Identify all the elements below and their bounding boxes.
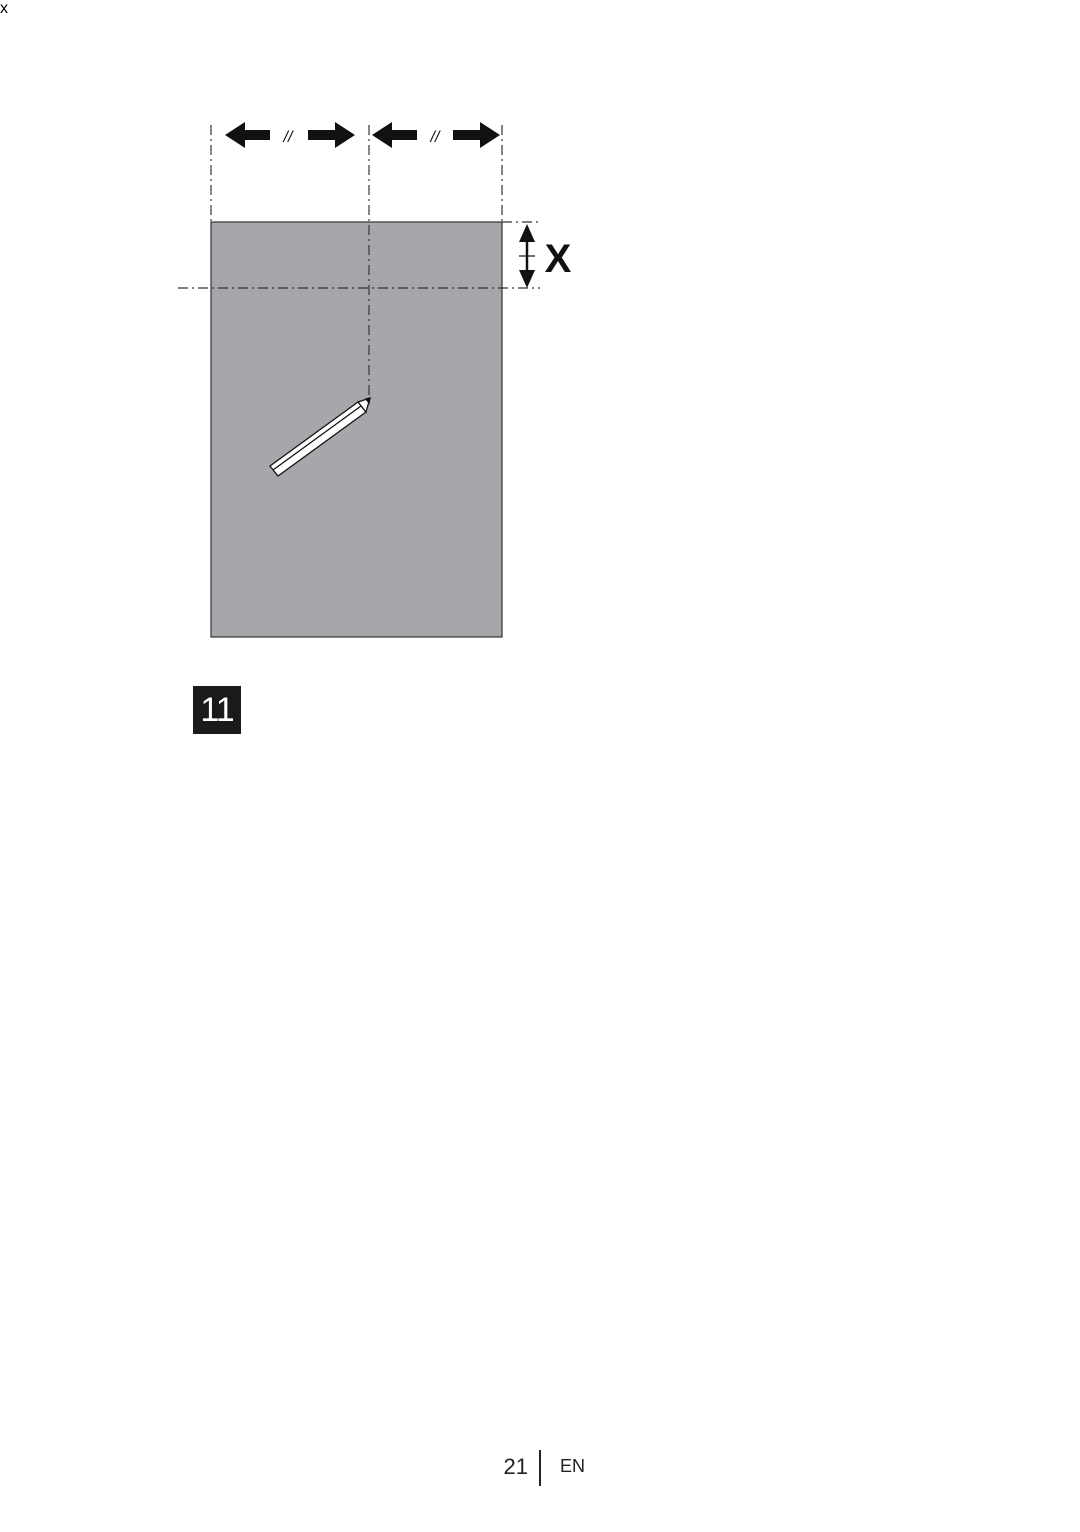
x-dimension-arrow xyxy=(519,224,535,288)
left-arrow-icon xyxy=(225,122,270,148)
page-number: 21 xyxy=(503,1454,528,1479)
step-number-badge: 11 xyxy=(193,686,241,734)
dimension-label-x-small: x xyxy=(0,0,8,17)
page-footer: 21 EN xyxy=(0,1450,1080,1490)
vertical-guide-lines xyxy=(210,125,503,395)
horizontal-guide-lines xyxy=(178,221,540,289)
left-arrow-icon xyxy=(372,122,417,148)
equal-distance-arrows xyxy=(225,122,500,148)
pencil-icon xyxy=(269,396,371,477)
dimension-label-x: X xyxy=(545,237,572,281)
footer-divider xyxy=(539,1450,541,1486)
equal-mark-left: // xyxy=(283,129,294,146)
top-door-panel xyxy=(210,221,503,638)
right-arrow-icon xyxy=(453,122,500,148)
right-arrow-icon xyxy=(308,122,355,148)
language-code: EN xyxy=(560,1456,586,1476)
equal-mark-right: // xyxy=(430,129,441,146)
